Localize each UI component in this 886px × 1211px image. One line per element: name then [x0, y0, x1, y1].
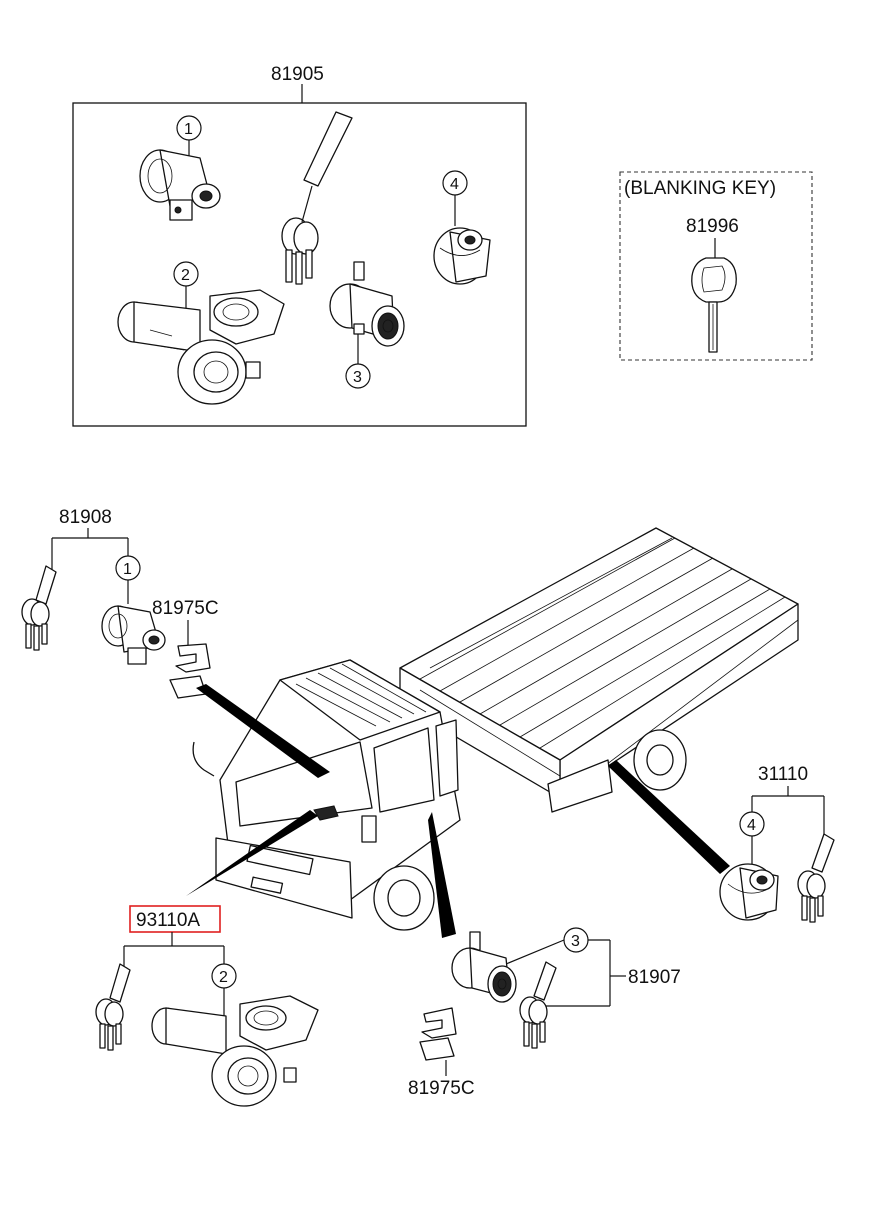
blanking-key-box: (BLANKING KEY) 81996	[619, 171, 813, 361]
door-cylinder-81907	[451, 931, 517, 1003]
retainer-clip-upper	[169, 643, 211, 699]
fuel-cap-lock-top	[433, 227, 491, 285]
ignition-switch-93110a	[151, 995, 319, 1107]
key-set-81908	[21, 565, 57, 651]
retainer-clip-lower	[419, 1007, 457, 1061]
callout-4-lower[interactable]: 4	[739, 811, 765, 837]
highlight-box-93110a[interactable]	[129, 905, 221, 933]
svg-text:2: 2	[219, 969, 228, 986]
svg-text:2: 2	[181, 267, 190, 284]
svg-text:4: 4	[747, 817, 756, 834]
svg-text:3: 3	[571, 933, 580, 950]
callout-3-top[interactable]: 3	[345, 363, 371, 389]
blanking-key[interactable]	[691, 257, 737, 353]
svg-text:3: 3	[353, 369, 362, 386]
group-93110a: 93110A 2	[95, 905, 319, 1107]
callout-2-top[interactable]: 2	[173, 261, 199, 287]
door-lock-cylinder-top	[139, 149, 221, 221]
group-81907: 3 81907 81975C	[408, 927, 681, 1099]
part-81908-label: 81908	[59, 507, 112, 528]
truck-illustration	[186, 527, 799, 938]
lock-set-part-number: 81905	[271, 64, 324, 85]
group-81908: 81908 1 81975C	[21, 507, 219, 699]
callout-2-lower[interactable]: 2	[211, 963, 237, 989]
fuel-cap-lock-31110	[719, 863, 779, 921]
key-set-top	[281, 111, 353, 285]
callout-4-top[interactable]: 4	[442, 170, 468, 196]
part-81975c-lower-label: 81975C	[408, 1078, 475, 1099]
svg-text:1: 1	[123, 561, 132, 578]
callout-1-top[interactable]: 1	[176, 115, 202, 141]
blanking-key-part-number: 81996	[686, 216, 739, 237]
group-31110: 31110 4	[719, 764, 835, 923]
key-set-81907	[519, 961, 557, 1049]
ignition-switch-top	[117, 289, 285, 405]
door-cylinder-3-top	[329, 261, 405, 347]
part-81907-label: 81907	[628, 967, 681, 988]
callout-1-lower[interactable]: 1	[115, 555, 141, 581]
part-93110a-label[interactable]: 93110A	[136, 910, 200, 931]
key-set-31110	[797, 833, 835, 923]
key-set-93110a	[95, 963, 131, 1051]
blanking-key-title: (BLANKING KEY)	[624, 178, 776, 199]
lock-set-box: 81905 1 4	[72, 64, 527, 427]
svg-text:4: 4	[450, 176, 459, 193]
svg-text:1: 1	[184, 121, 193, 138]
door-lock-cylinder-81908	[101, 605, 166, 665]
callout-3-lower[interactable]: 3	[563, 927, 589, 953]
part-31110-label: 31110	[758, 764, 808, 785]
part-81975c-upper-label: 81975C	[152, 598, 219, 619]
